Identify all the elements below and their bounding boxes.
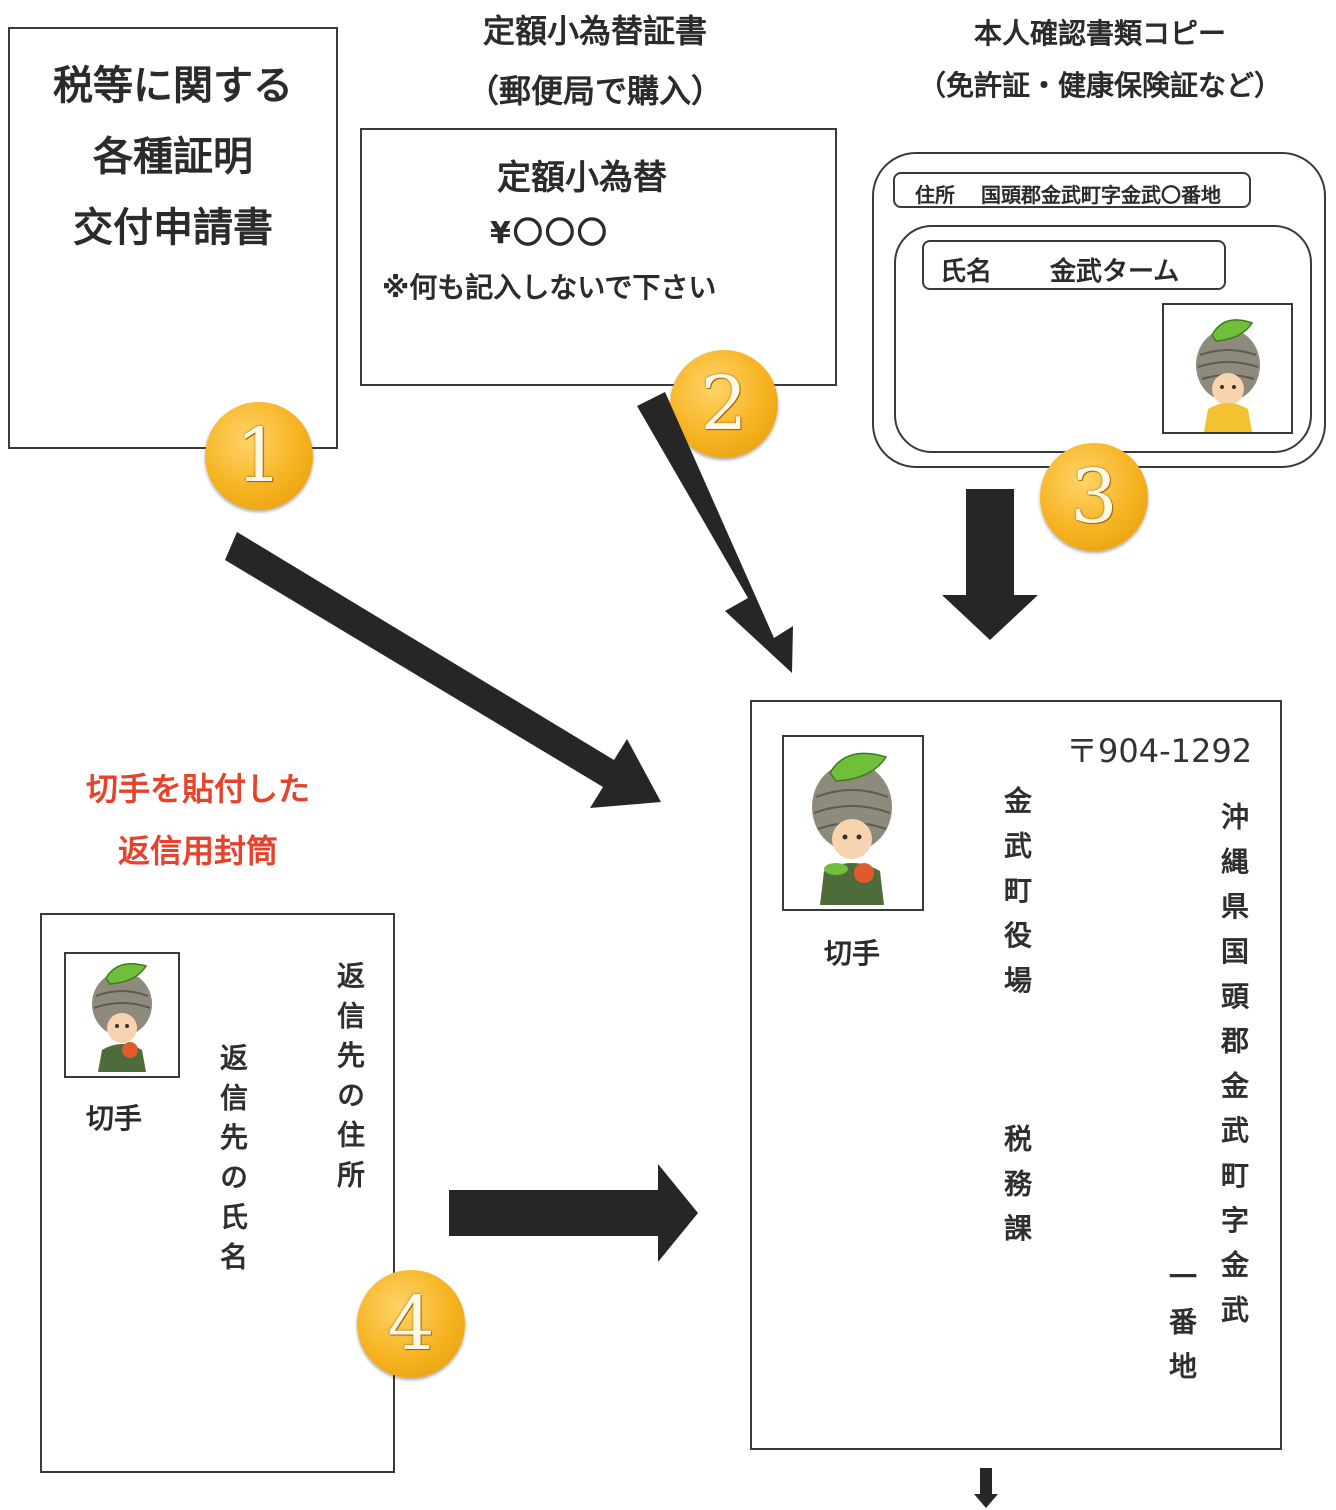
id-copy-caption-2: （免許証・健康保険証など） — [917, 69, 1282, 102]
id-address-value: 国頭郡金武町字金武〇番地 — [981, 183, 1221, 207]
form-title-line-2: 各種証明 — [93, 134, 253, 180]
main-envelope-stamp — [782, 735, 924, 911]
id-name-value: 金武ターム — [1050, 257, 1180, 287]
arrow-from-money-order — [637, 392, 793, 673]
arrow-from-id-copy — [942, 489, 1038, 640]
money-order-caption-2: （郵便局で購入） — [466, 72, 723, 110]
return-name-text: 返信先の氏名 — [216, 1043, 249, 1282]
main-envelope: 切手 〒904-1292 金武町役場 税務課 沖縄県国頭郡金武町字金武 一番地 — [750, 700, 1282, 1450]
money-order-amount: ¥〇〇〇 — [490, 216, 609, 251]
id-address-label: 住所 — [915, 183, 955, 207]
recipient-department: 税務課 — [1000, 1124, 1033, 1259]
mascot-icon — [1196, 319, 1260, 432]
arrow-down-bottom — [974, 1468, 998, 1508]
main-envelope-stamp-label: 切手 — [824, 937, 881, 970]
step-badge-2: 2 — [670, 350, 778, 458]
money-order-title: 定額小為替 — [497, 158, 667, 198]
form-title-line-3: 交付申請書 — [73, 205, 273, 251]
arrow-from-form — [225, 532, 661, 808]
money-order-caption-1: 定額小為替証書 — [482, 12, 707, 50]
step-badge-3: 3 — [1040, 443, 1148, 551]
mascot-icon — [812, 752, 892, 905]
step-badge-1: 1 — [205, 402, 313, 510]
return-envelope-caption-1: 切手を貼付した — [85, 770, 310, 808]
return-envelope-stamp — [64, 952, 180, 1078]
postal-code: 〒904-1292 — [1066, 732, 1253, 770]
application-form-card: 税等に関する 各種証明 交付申請書 — [8, 27, 338, 449]
money-order-note: ※何も記入しないで下さい — [382, 271, 717, 304]
id-name-label: 氏名 — [940, 257, 993, 287]
address-number: 一番地 — [1165, 1262, 1198, 1397]
return-envelope-stamp-label: 切手 — [86, 1102, 143, 1135]
return-envelope: 切手 返信先の住所 返信先の氏名 — [40, 913, 395, 1473]
step-badge-4: 4 — [357, 1270, 465, 1378]
return-envelope-caption-2: 返信用封筒 — [117, 832, 278, 870]
form-title-line-1: 税等に関する — [53, 63, 293, 109]
address-main: 沖縄県国頭郡金武町字金武 — [1217, 802, 1250, 1340]
money-order-card: 定額小為替 ¥〇〇〇 ※何も記入しないで下さい — [360, 128, 837, 386]
return-address-text: 返信先の住所 — [333, 961, 366, 1200]
id-address-field: 住所 国頭郡金武町字金武〇番地 — [893, 172, 1251, 208]
id-name-field: 氏名 金武ターム — [922, 240, 1226, 290]
mascot-icon — [92, 963, 152, 1072]
recipient-name: 金武町役場 — [1000, 786, 1033, 1010]
arrow-from-return-envelope — [449, 1164, 698, 1262]
id-photo — [1162, 303, 1293, 434]
id-copy-caption-1: 本人確認書類コピー — [973, 17, 1226, 50]
